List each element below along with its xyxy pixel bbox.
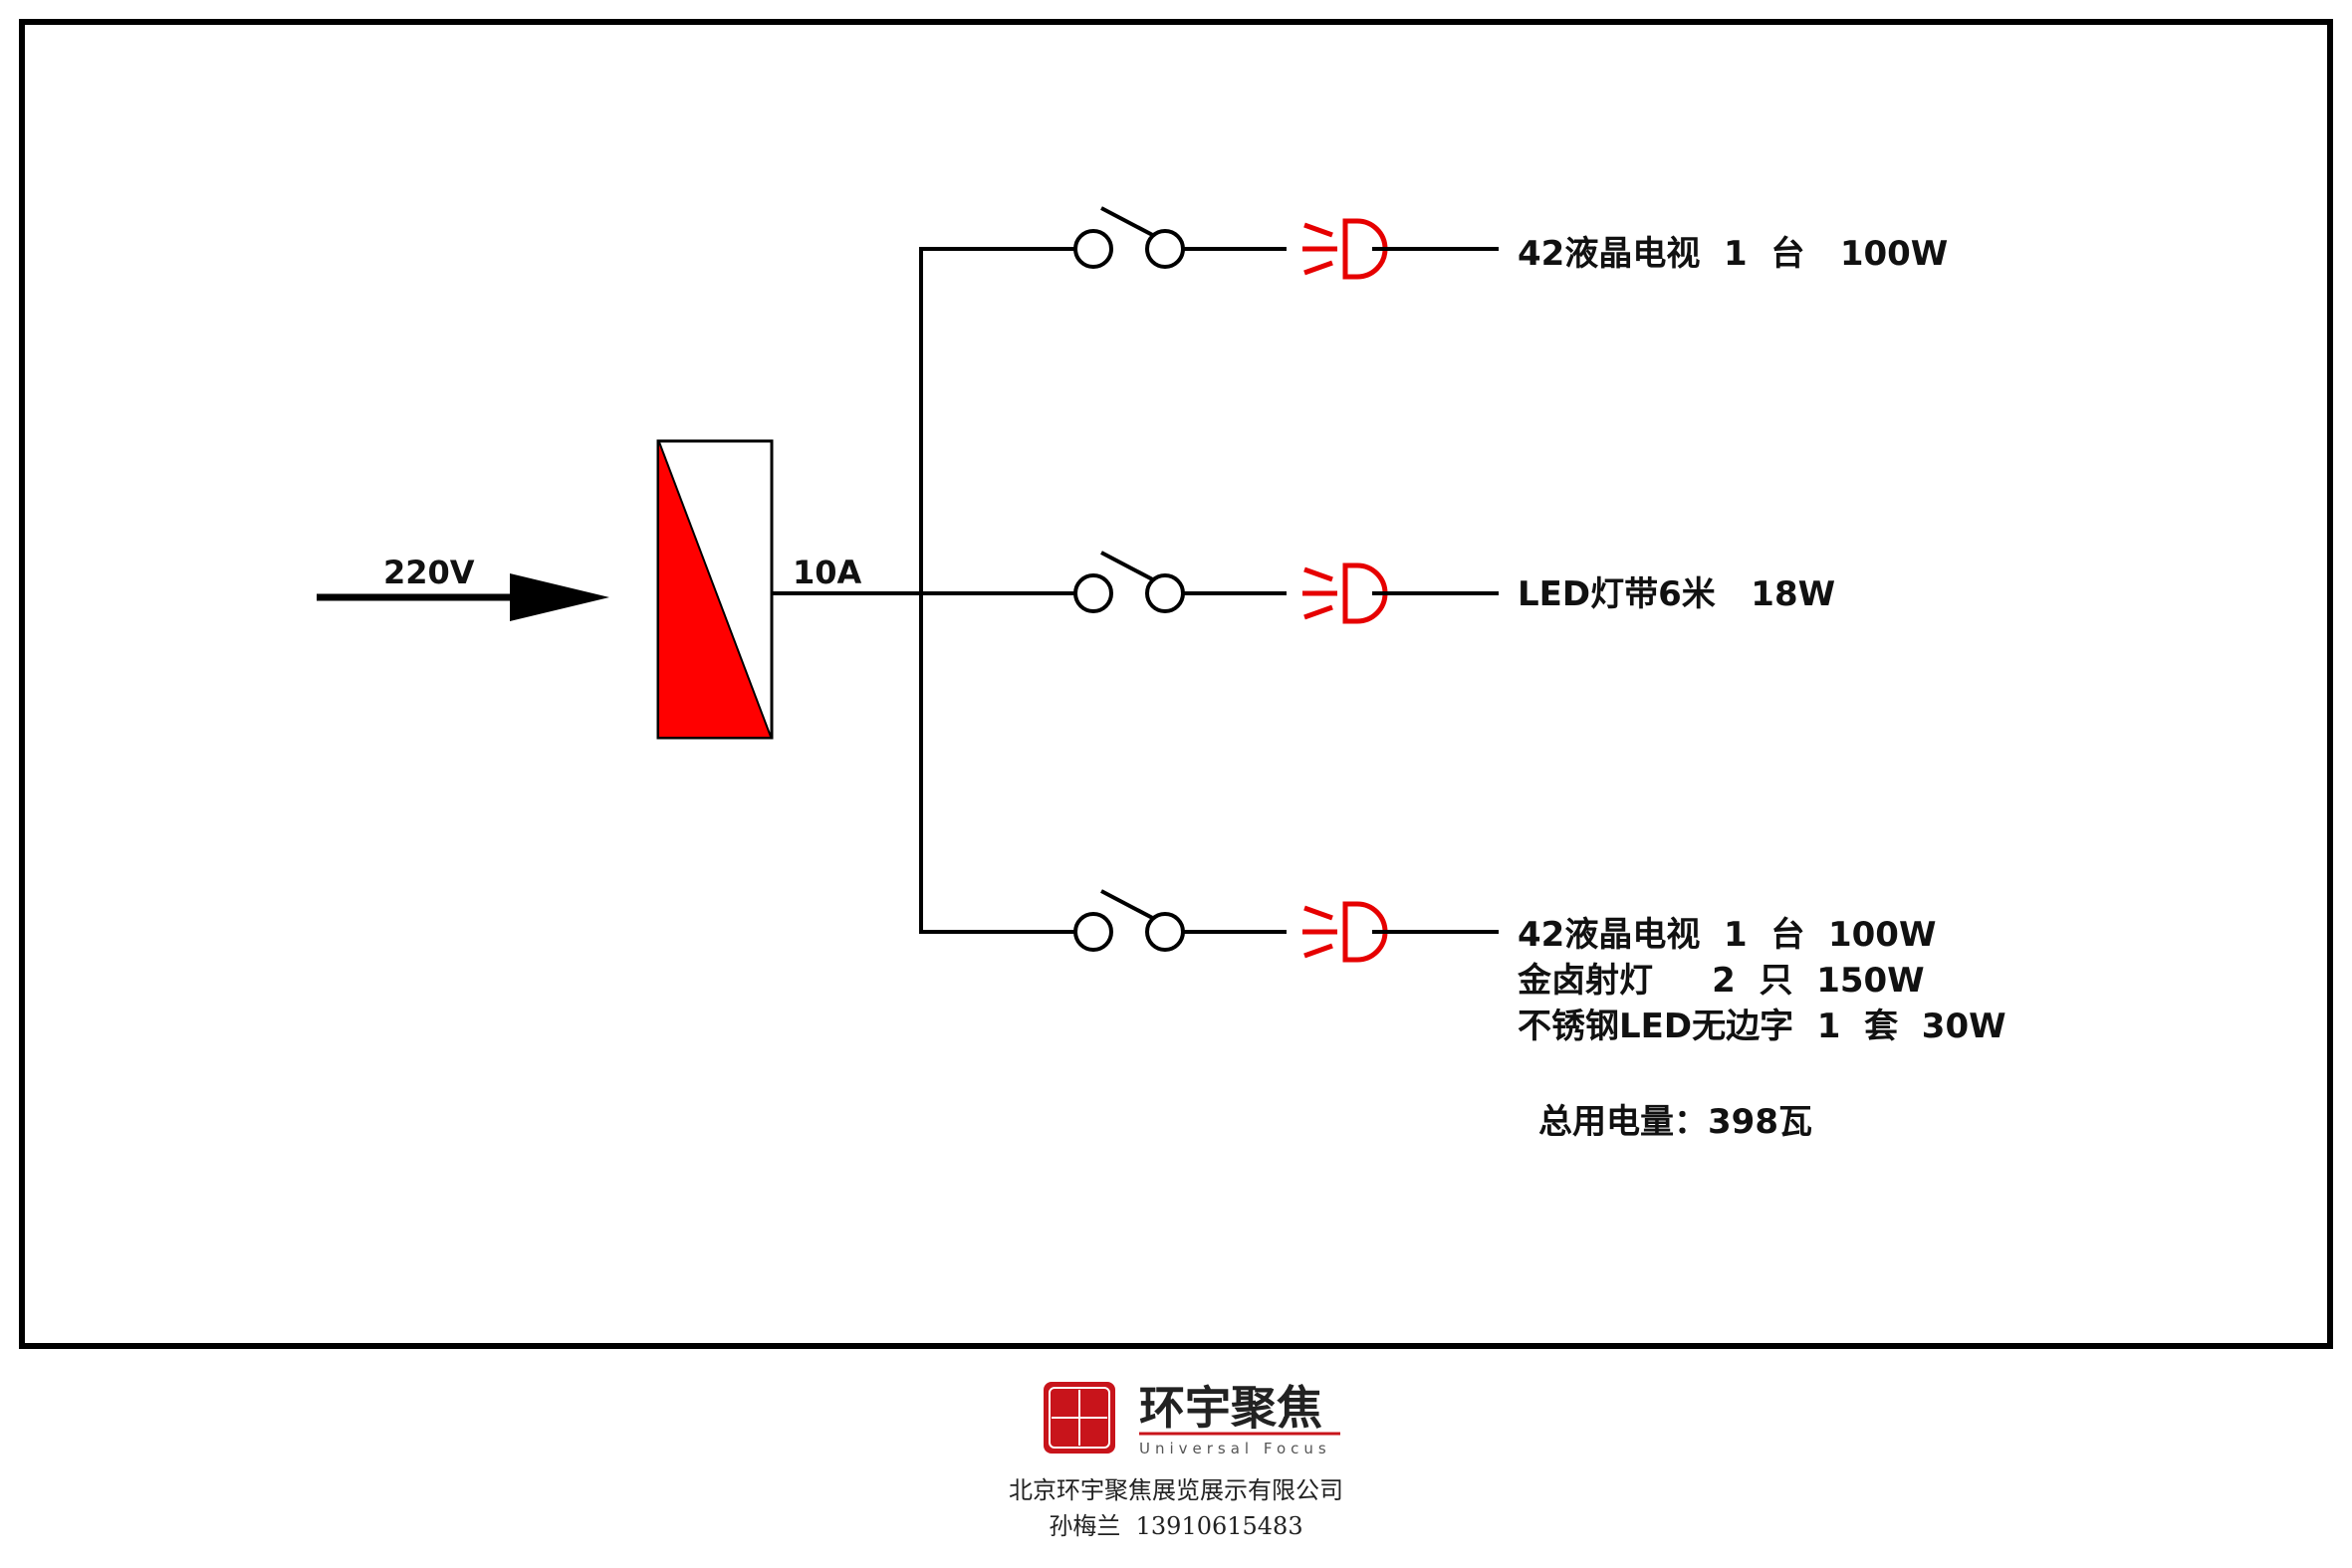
branch-1-load: 42液晶电视 1 台 100W (1518, 234, 1948, 274)
lamp-icon (1302, 562, 1388, 624)
supply-input: 220V (317, 554, 609, 621)
arrow-right-icon (317, 573, 609, 621)
circuit-breaker-icon (656, 439, 774, 740)
branch-1: 42液晶电视 1 台 100W (921, 206, 1948, 280)
branch-3-load-1: 42液晶电视 1 台 100W (1518, 915, 1936, 955)
lamp-icon (1302, 218, 1388, 280)
total-power: 总用电量：398瓦 (1538, 1102, 1812, 1142)
company-name: 北京环宇聚焦展览展示有限公司 (1009, 1476, 1343, 1504)
branch-3-load-3: 不锈钢LED无边字 1 套 30W (1518, 1007, 2006, 1046)
seal-icon (1044, 1382, 1115, 1454)
voltage-label: 220V (383, 554, 475, 591)
brand-name-cn: 环宇聚焦 (1139, 1381, 1322, 1435)
lamp-icon (1302, 901, 1388, 963)
branch-2-load: LED灯带6米 18W (1518, 574, 1835, 614)
branch-3-load-2: 金卤射灯 2 只 150W (1517, 961, 1925, 1001)
branch-3: 42液晶电视 1 台 100W 金卤射灯 2 只 150W 不锈钢LED无边字 … (921, 889, 2006, 1046)
diagram-frame (19, 19, 2333, 1349)
brand-name-en: Universal Focus (1139, 1440, 1331, 1457)
switch-icon (1073, 889, 1185, 952)
switch-icon (1073, 206, 1185, 269)
contact-line: 孙梅兰 13910615483 (1049, 1512, 1302, 1540)
breaker-rating-label: 10A (793, 554, 862, 591)
branch-2: LED灯带6米 18W (921, 551, 1835, 624)
